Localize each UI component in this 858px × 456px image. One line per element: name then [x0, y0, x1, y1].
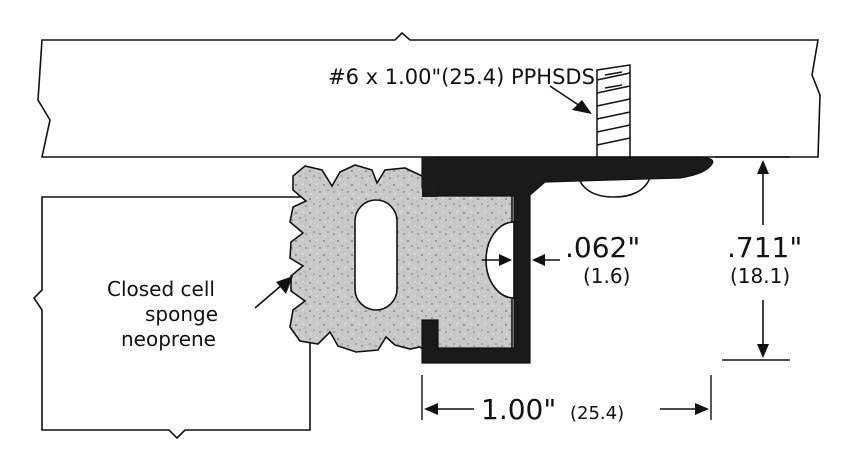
width-dimension-inch: 1.00"	[481, 393, 556, 426]
width-dimension-mm: (25.4)	[570, 403, 624, 424]
height-dimension-inch: .711"	[727, 231, 802, 264]
material-label-line1: Closed cell	[107, 277, 215, 301]
thickness-dimension-arrows	[482, 254, 560, 266]
thickness-dimension-mm: (1.6)	[583, 264, 630, 288]
aluminum-extrusion	[421, 156, 714, 364]
thickness-dimension-inch: .062"	[565, 231, 640, 264]
screw-leader-arrow	[549, 85, 592, 114]
screw-threads	[596, 64, 631, 158]
material-leader-arrow	[254, 276, 293, 309]
material-label-line3: neoprene	[121, 327, 216, 351]
height-dimension	[715, 156, 790, 361]
material-label-line2: sponge	[145, 302, 218, 326]
extrusion-top-return	[422, 157, 438, 197]
door-panel	[32, 196, 311, 440]
sponge-seal	[289, 164, 513, 363]
width-dimension	[421, 375, 712, 420]
header-board	[37, 31, 821, 158]
height-dimension-mm: (18.1)	[730, 264, 790, 288]
sponge-slot	[354, 199, 398, 311]
screw-label: #6 x 1.00"(25.4) PPHSDS	[328, 65, 595, 89]
